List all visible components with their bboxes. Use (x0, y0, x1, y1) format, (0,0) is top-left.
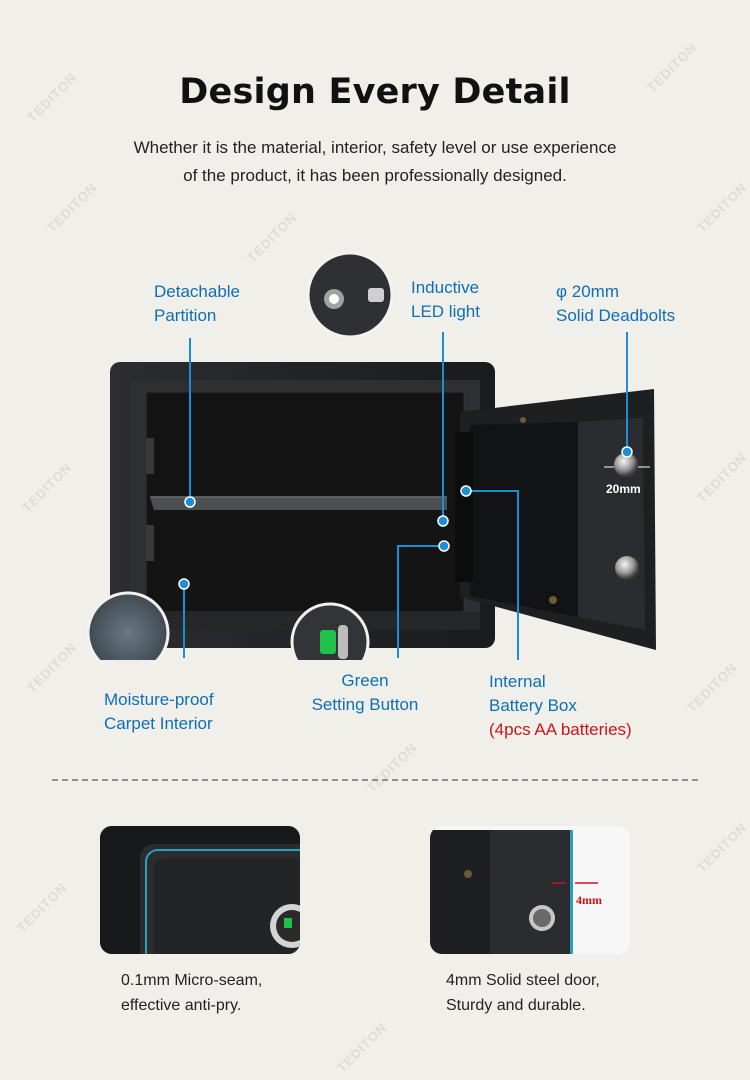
page-title: Design Every Detail (179, 72, 571, 112)
callout-text: Partition (154, 306, 217, 325)
deadbolt-icon (615, 556, 639, 580)
callout-deadbolts: φ 20mm Solid Deadbolts (556, 280, 675, 328)
steel-door-caption: 4mm Solid steel door, Sturdy and durable… (446, 968, 600, 1018)
safe-illustration (86, 251, 656, 660)
callout-carpet: Moisture-proof Carpet Interior (104, 688, 214, 736)
steel-door-image (430, 826, 630, 954)
safe-body (110, 362, 495, 648)
carpet-detail-circle (86, 591, 170, 660)
subtitle-line: of the product, it has been professional… (183, 166, 567, 185)
callout-text: Carpet Interior (104, 714, 213, 733)
safe-door (447, 389, 656, 650)
caption-line: effective anti-pry. (121, 997, 242, 1014)
callout-text: Setting Button (311, 695, 419, 714)
callout-button: Green Setting Button (300, 669, 430, 717)
watermark: TEDITON (684, 659, 740, 716)
bolt-size-label: 20mm (606, 482, 641, 496)
caption-line: 0.1mm Micro-seam, (121, 972, 263, 989)
led-detail-circle (306, 251, 394, 339)
callout-partition: Detachable Partition (154, 280, 240, 328)
callout-text: Detachable (154, 282, 241, 301)
micro-seam-image (100, 826, 300, 954)
micro-seam-caption: 0.1mm Micro-seam, effective anti-pry. (121, 968, 262, 1018)
callout-text: Solid Deadbolts (556, 306, 676, 325)
callout-text: φ 20mm (556, 282, 619, 301)
watermark: TEDITON (334, 1019, 390, 1076)
door-thickness-label: 4mm (576, 893, 602, 907)
callout-battery: Internal Battery Box (4pcs AA batteries) (489, 670, 632, 742)
callout-led: Inductive LED light (411, 276, 480, 324)
caption-line: 4mm Solid steel door, (446, 972, 600, 989)
watermark: TEDITON (364, 739, 420, 796)
callout-text: Internal (489, 672, 546, 691)
section-divider (52, 779, 698, 781)
watermark: TEDITON (694, 179, 750, 236)
subtitle-line: Whether it is the material, interior, sa… (133, 138, 617, 157)
button-detail-circle (290, 602, 370, 660)
caption-line: Sturdy and durable. (446, 997, 586, 1014)
callout-text: LED light (411, 302, 480, 321)
callout-text: Green (341, 671, 389, 690)
deadbolt-icon (614, 453, 638, 477)
page-subtitle: Whether it is the material, interior, sa… (60, 134, 690, 190)
watermark: TEDITON (14, 879, 70, 936)
callout-text: Battery Box (489, 696, 577, 715)
callout-text: (4pcs AA batteries) (489, 720, 632, 739)
watermark: TEDITON (694, 819, 750, 876)
callout-text: Moisture-proof (104, 690, 214, 709)
callout-text: Inductive (411, 278, 480, 297)
